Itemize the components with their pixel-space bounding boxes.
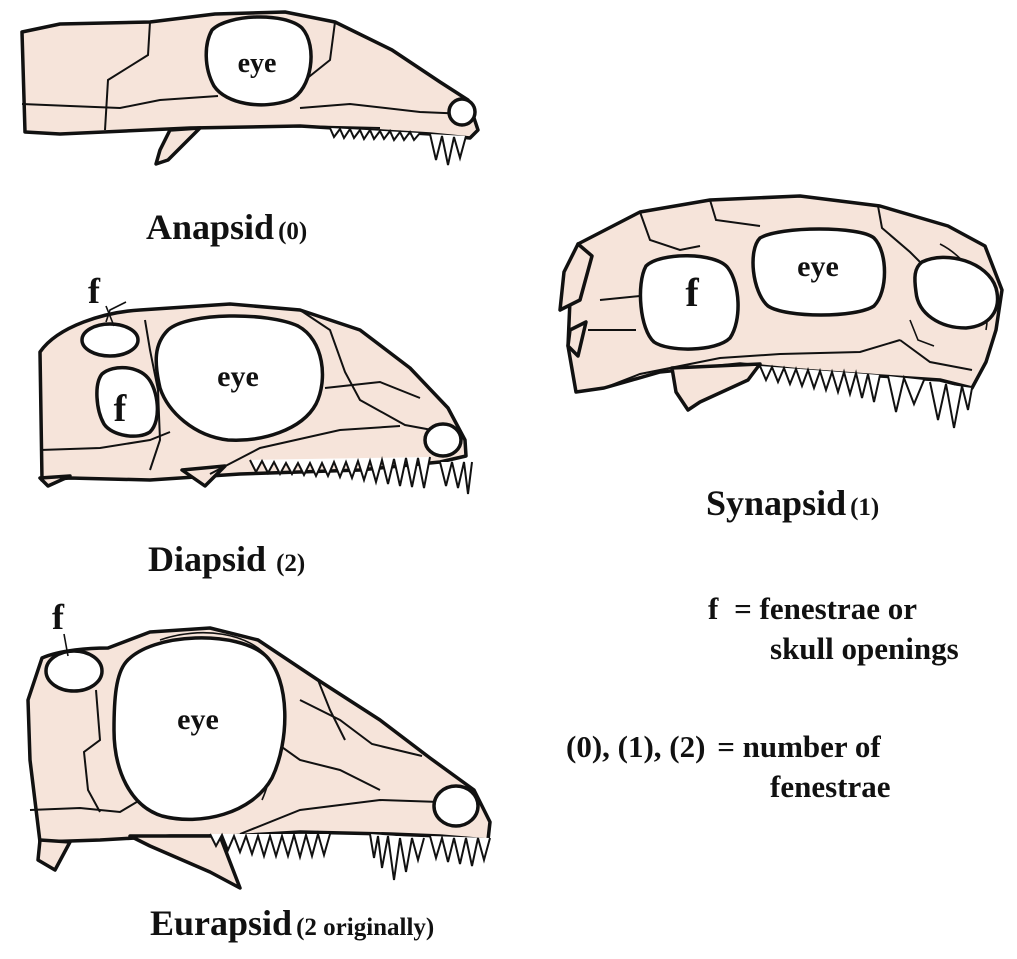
legend-f-key: f (708, 591, 718, 626)
eurapsid-eye-label: eye (177, 703, 219, 736)
diapsid-caption: Diapsid (2) (148, 538, 305, 580)
eurapsid-name: Eurapsid (150, 903, 292, 943)
synapsid-skull: f eye (560, 196, 1002, 428)
legend-f: f = fenestrae or (708, 590, 917, 627)
diapsid-upper-f-label: f (88, 270, 100, 312)
diapsid-name: Diapsid (148, 539, 266, 579)
legend-f-line1: = fenestrae or (734, 591, 917, 626)
legend-f-line2: skull openings (770, 630, 959, 667)
diapsid-skull: f eye (40, 302, 472, 494)
synapsid-caption: Synapsid (1) (706, 482, 879, 524)
eurapsid-skull: eye (28, 628, 490, 888)
anapsid-eye-label: eye (238, 48, 277, 79)
anapsid-caption: Anapsid (0) (146, 206, 307, 248)
anapsid-count: (0) (278, 218, 307, 245)
synapsid-eye-label: eye (797, 250, 839, 283)
eurapsid-count: (2 originally) (296, 914, 434, 941)
synapsid-f-label: f (685, 270, 699, 315)
diapsid-count: (2) (276, 550, 305, 577)
anapsid-name: Anapsid (146, 207, 274, 247)
diapsid-eye-label: eye (217, 360, 259, 393)
legend-num-key: (0), (1), (2) (566, 729, 705, 764)
synapsid-count: (1) (850, 494, 879, 521)
diapsid-lower-f-label: f (114, 388, 128, 430)
anapsid-skull: eye (22, 12, 478, 165)
legend-num-line2: fenestrae (770, 768, 891, 805)
eurapsid-caption: Eurapsid (2 originally) (150, 902, 434, 944)
eurapsid-f-label: f (52, 596, 64, 638)
legend-num: (0), (1), (2) = number of (566, 728, 881, 765)
synapsid-name: Synapsid (706, 483, 846, 523)
legend-num-line1: = number of (717, 729, 881, 764)
